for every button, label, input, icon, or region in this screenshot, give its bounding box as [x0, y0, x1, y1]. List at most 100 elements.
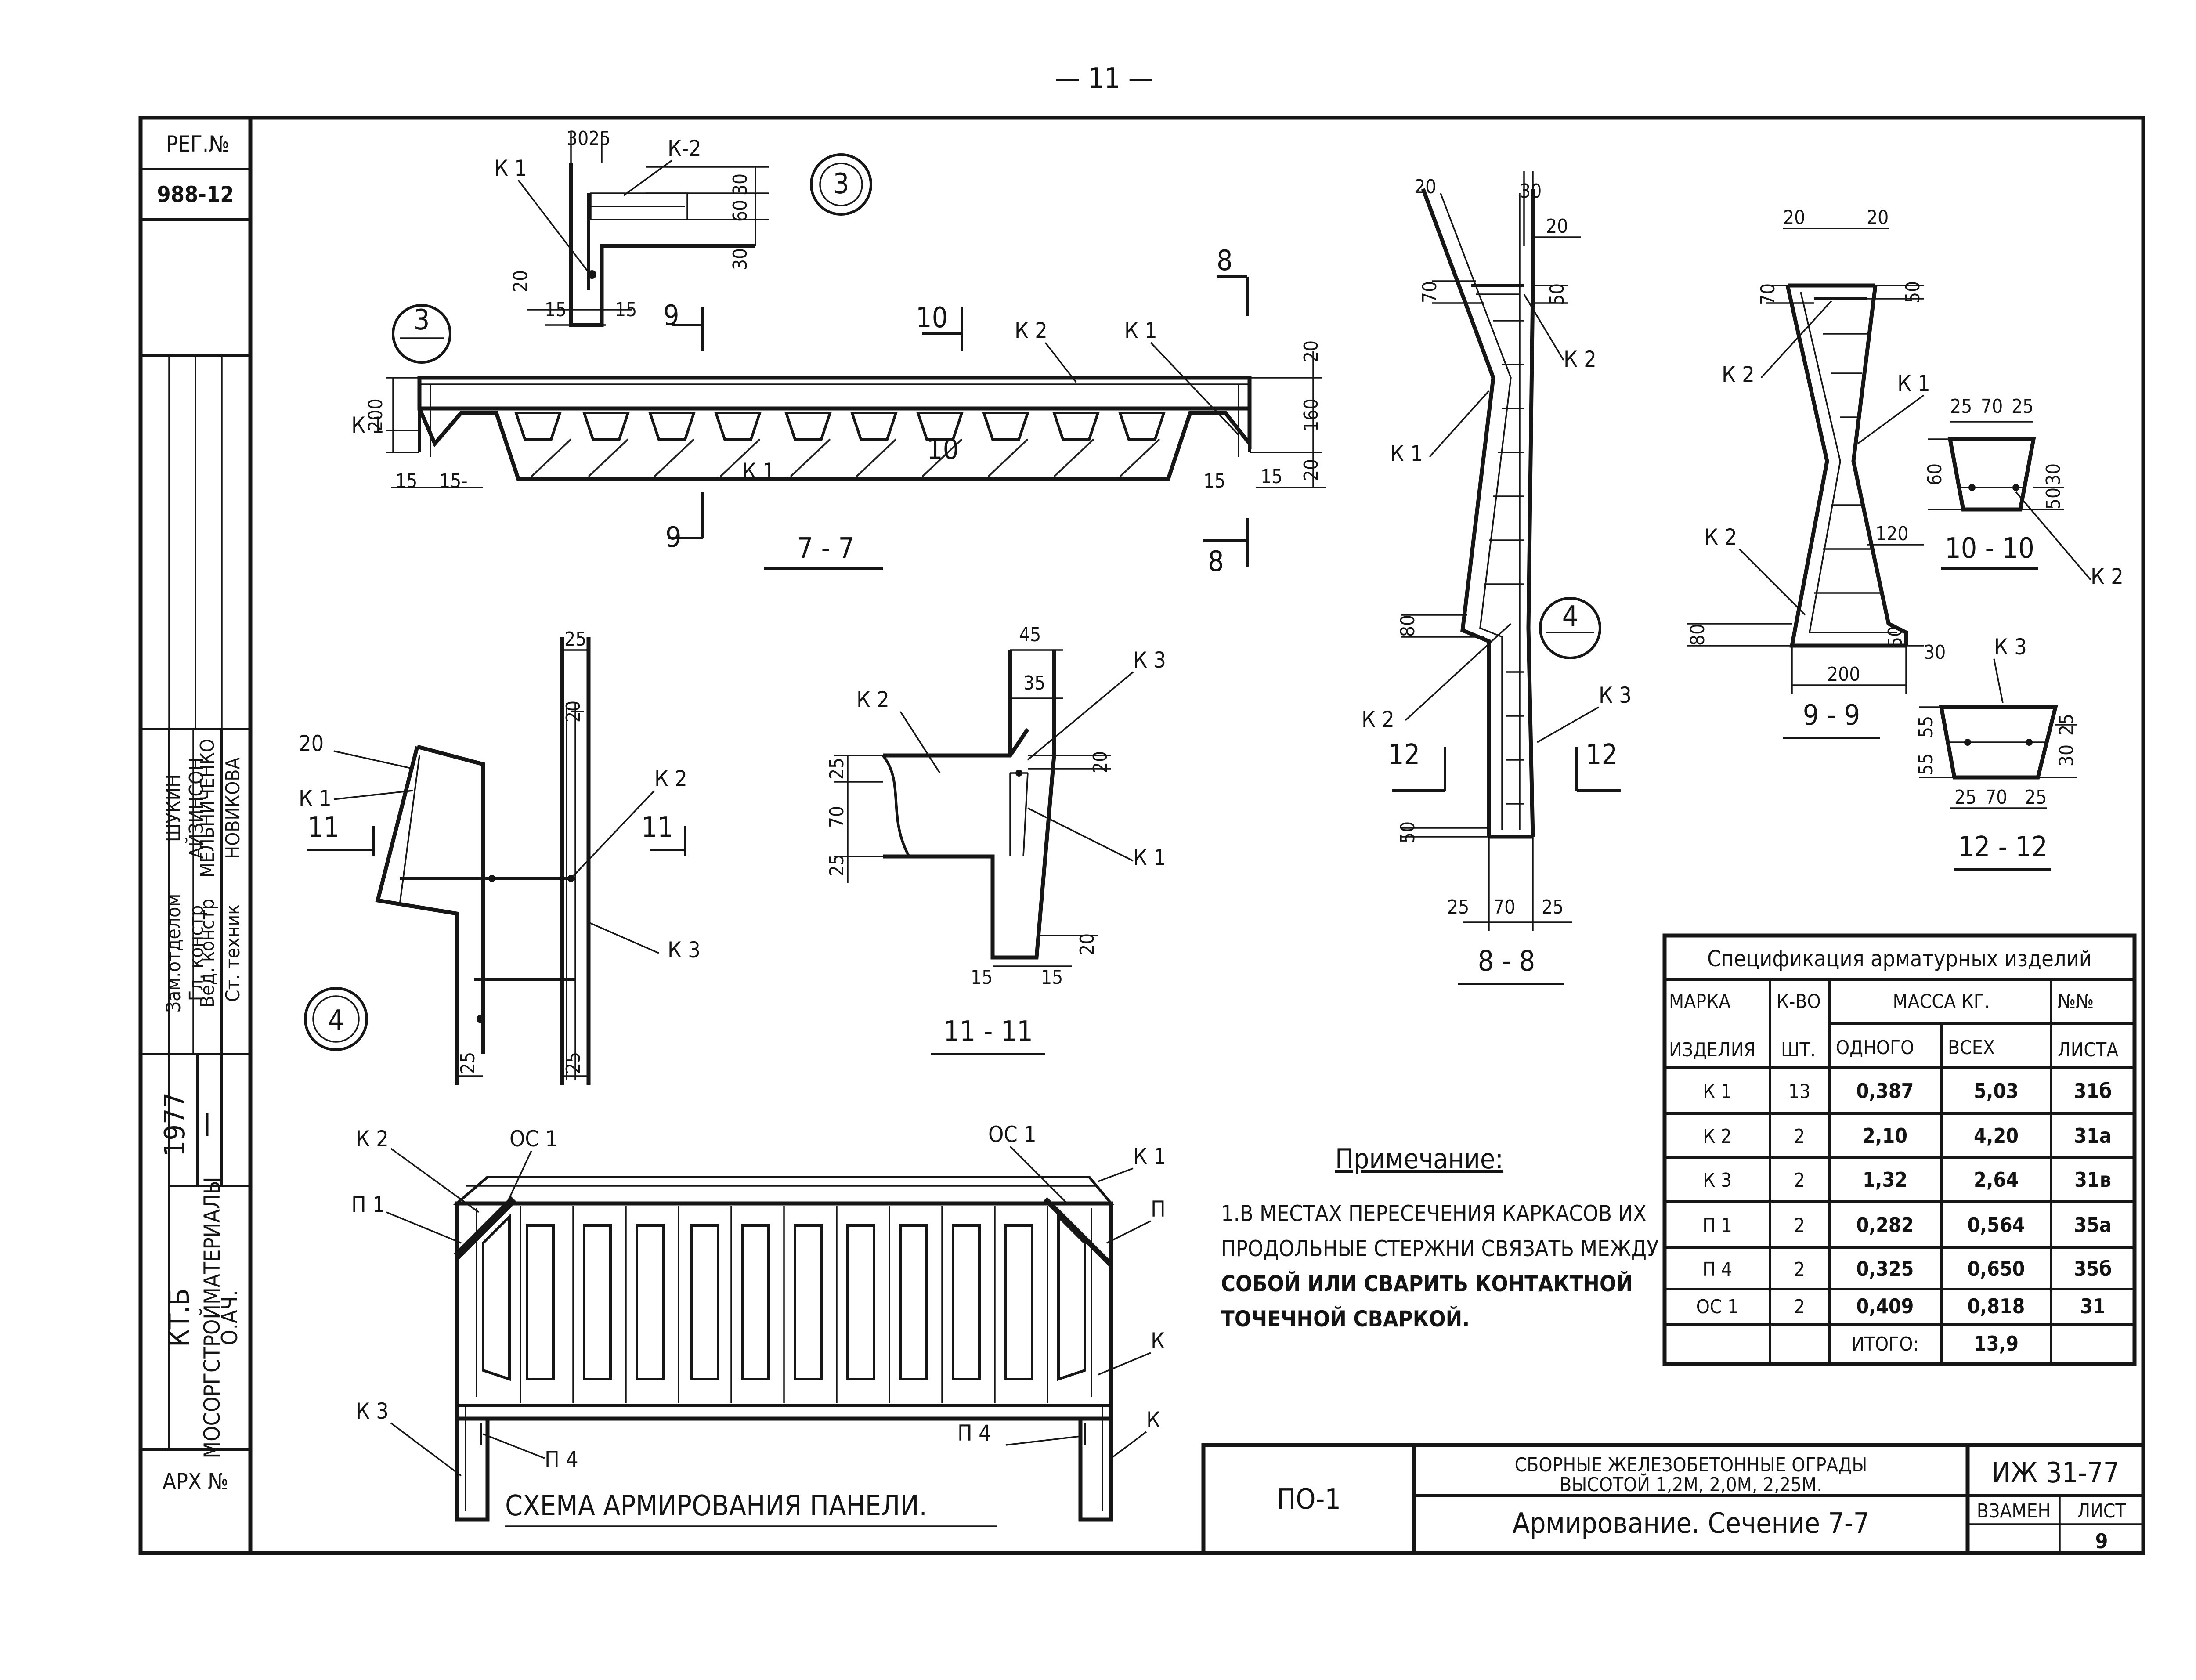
s99-dim-b200: 200 [1827, 663, 1860, 686]
s1111-dim-l25b: 25 [826, 854, 848, 876]
spec-cell-sheet: 31б [2074, 1079, 2112, 1103]
name-3: МЕЛЬНИЧЕНКО [196, 739, 219, 878]
tb-sheet-number: 9 [2095, 1529, 2108, 1553]
ps-caption: СХЕМА АРМИРОВАНИЯ ПАНЕЛИ. [505, 1490, 927, 1522]
s1212-title: 12 - 12 [1958, 831, 2048, 863]
s1111-dim-t35: 35 [1023, 672, 1045, 694]
d4-label-k3: К 3 [668, 937, 701, 963]
d4-cut-11-left: 11 [307, 811, 340, 844]
d4-cut-11-right: 11 [641, 811, 673, 844]
spec-header-qty-2: ШТ. [1781, 1039, 1816, 1061]
s1111-dim-b15a: 15 [971, 966, 993, 989]
spec-cell-sheet: 31а [2074, 1124, 2112, 1148]
s1212-dim-b70: 70 [1985, 786, 2007, 809]
tb-sheet-label: ЛИСТ [2077, 1500, 2126, 1522]
s99-label-k1: К 1 [1897, 371, 1930, 396]
spec-cell-mass-one: 0,325 [1856, 1257, 1914, 1281]
spec-table: Спецификация арматурных изделий МАРКА ИЗ… [1662, 933, 2137, 1366]
ps-label-p1: П 1 [351, 1192, 385, 1218]
s77-label-k2: К 2 [1015, 318, 1047, 343]
s1010-dim-r50: 50 [2042, 488, 2065, 509]
tb-replace-label: ВЗАМЕН [1977, 1500, 2051, 1522]
spec-row: К 1 13 0,387 5,03 31б [1703, 1079, 2112, 1103]
d3-dim-l20: 20 [509, 270, 532, 292]
d4-dim-d20: 20 [299, 731, 324, 756]
s1212-dim-r30: 30 [2055, 744, 2078, 766]
org-line-2: МОСОРГСТРОЙМАТЕРИАЛЫ [199, 1177, 225, 1458]
year: 1977 [159, 1092, 191, 1157]
spec-cell-mark: К 3 [1703, 1169, 1732, 1192]
s77-cut-10-top: 10 [916, 302, 948, 334]
spec-row: П 1 2 0,282 0,564 35а [1702, 1213, 2112, 1237]
detail-4: 25 20 25 25 20 К 1 К 2 К 3 11 11 4 [299, 628, 701, 1085]
spec-header-qty-1: К-ВО [1777, 990, 1821, 1013]
spec-header-mark-2: ИЗДЕЛИЯ [1669, 1039, 1756, 1061]
s1111-dim-r20b: 20 [1076, 933, 1098, 955]
s88-label-k2b: К 2 [1362, 707, 1394, 732]
section-10-10: 25 70 25 60 30 50 К 2 10 - 10 [1924, 395, 2124, 589]
spec-cell-qty: 2 [1794, 1296, 1805, 1318]
s77-dim-b15b: 15- [439, 470, 468, 492]
s1111-title: 11 - 11 [943, 1015, 1033, 1048]
note-line-2: ПРОДОЛЬНЫЕ СТЕРЖНИ СВЯЗАТЬ МЕЖДУ [1221, 1236, 1659, 1261]
spec-header-sheet-1: №№ [2058, 990, 2094, 1013]
spec-cell-mass-one: 1,32 [1863, 1168, 1907, 1192]
s99-dim-r50: 50 [1902, 281, 1924, 303]
ps-label-oc1-right: ОС 1 [988, 1122, 1037, 1147]
d3-dim-b15b: 15 [615, 299, 637, 321]
spec-cell-sheet: 35б [2074, 1257, 2112, 1281]
s1212-dim-b25: 25 [1954, 786, 1976, 809]
s1111-label-k3: К 3 [1133, 647, 1166, 673]
spec-header-mass-one: ОДНОГО [1836, 1037, 1914, 1059]
s99-dim-t20b: 20 [1867, 206, 1889, 229]
d3-dim-r60: 60 [729, 200, 751, 222]
tb-name-line-2: ВЫСОТОЙ 1,2М, 2,0М, 2,25М. [1560, 1473, 1822, 1496]
d4-dim-b25a: 25 [457, 1052, 479, 1074]
spec-cell-mass-all: 5,03 [1974, 1079, 2019, 1103]
spec-cell-qty: 13 [1788, 1080, 1810, 1103]
spec-total-value: 13,9 [1974, 1332, 2019, 1355]
s99-label-k2a: К 2 [1722, 362, 1755, 387]
d3-label-k1: К 1 [494, 155, 527, 181]
reg-label: РЕГ.№ [166, 131, 229, 157]
tb-code: ПО-1 [1277, 1483, 1341, 1516]
ps-label-k3: К 3 [356, 1398, 389, 1424]
note-line-1: 1.В МЕСТАХ ПЕРЕСЕЧЕНИЯ КАРКАСОВ ИХ [1221, 1201, 1647, 1226]
s1111-label-k2: К 2 [856, 687, 889, 712]
s77-cut-8-bottom: 8 [1208, 546, 1224, 578]
spec-cell-mark: К 2 [1703, 1125, 1732, 1148]
s77-title: 7 - 7 [797, 532, 855, 565]
spec-header-mass-all: ВСЕХ [1948, 1037, 1995, 1059]
s77-dim-b15d: 15 [1261, 466, 1282, 488]
tb-name-line-1: СБОРНЫЕ ЖЕЛЕЗОБЕТОННЫЕ ОГРАДЫ [1515, 1454, 1867, 1476]
spec-title: Спецификация арматурных изделий [1707, 946, 2092, 972]
s1111-dim-b15b: 15 [1041, 966, 1063, 989]
s1212-dim-l55a: 55 [1915, 716, 1937, 738]
s1010-label-k2: К 2 [2091, 564, 2124, 589]
spec-cell-sheet: 35а [2074, 1213, 2112, 1237]
spec-cell-mass-one: 2,10 [1863, 1124, 1907, 1148]
spec-header-mass: МАССА КГ. [1893, 990, 1990, 1013]
ps-label-p4-right: П 4 [957, 1420, 991, 1446]
s99-dim-l70: 70 [1757, 283, 1779, 305]
s88-label-k2a: К 2 [1564, 347, 1596, 372]
spec-cell-mark: К 1 [1703, 1080, 1732, 1103]
s77-dim-h160: 160 [1300, 398, 1322, 432]
s1010-dim-l60: 60 [1924, 463, 1946, 485]
name-1: ШУКИН [163, 774, 185, 842]
note: Примечание: 1.В МЕСТАХ ПЕРЕСЕЧЕНИЯ КАРКА… [1221, 1143, 1659, 1332]
spec-cell-mass-all: 0,818 [1968, 1294, 2025, 1318]
spec-cell-qty: 2 [1794, 1214, 1805, 1237]
spec-cell-mass-all: 0,650 [1968, 1257, 2025, 1281]
spec-total-label: ИТОГО: [1851, 1333, 1919, 1355]
s1010-dim-r30: 30 [2042, 463, 2065, 485]
d4-dim-b25b: 25 [562, 1052, 585, 1074]
year-dash: — [190, 1112, 222, 1137]
s1111-dim-r20a: 20 [1089, 751, 1112, 773]
s88-dim-t30: 30 [1520, 180, 1542, 202]
spec-header-sheet-2: ЛИСТА [2058, 1039, 2118, 1061]
s1212-label-k3: К 3 [1994, 634, 2027, 660]
s1212-dim-r25: 25 [2055, 714, 2078, 736]
s99-dim-l80: 80 [1687, 624, 1709, 646]
